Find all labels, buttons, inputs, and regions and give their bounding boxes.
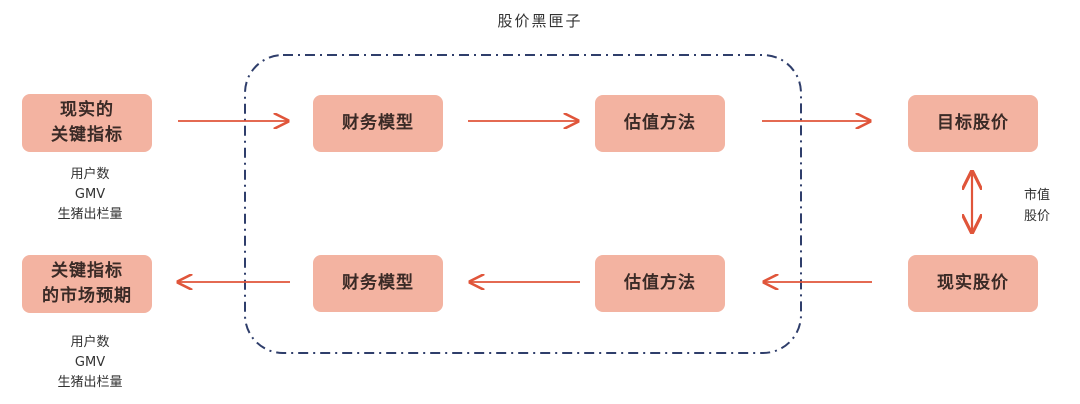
diagram-title: 股价黑匣子: [497, 12, 583, 30]
real-price-box: 现实股价: [908, 255, 1038, 312]
financial-model-box-bottom: 财务模型: [313, 255, 443, 312]
market-cap-price-label: 市值 股价: [1024, 188, 1051, 224]
target-price-box: 目标股价: [908, 95, 1038, 152]
market-expectation-box: 关键指标 的市场预期: [22, 255, 152, 313]
top-indicator-notes: 用户数 GMV 生猪出栏量: [57, 167, 123, 223]
valuation-method-box-top: 估值方法: [595, 95, 725, 152]
valuation-method-box-bottom: 估值方法: [595, 255, 725, 312]
real-key-indicators-box: 现实的 关键指标: [22, 94, 152, 152]
black-box-border: [244, 54, 802, 354]
financial-model-box-top: 财务模型: [313, 95, 443, 152]
bottom-indicator-notes: 用户数 GMV 生猪出栏量: [57, 335, 123, 391]
